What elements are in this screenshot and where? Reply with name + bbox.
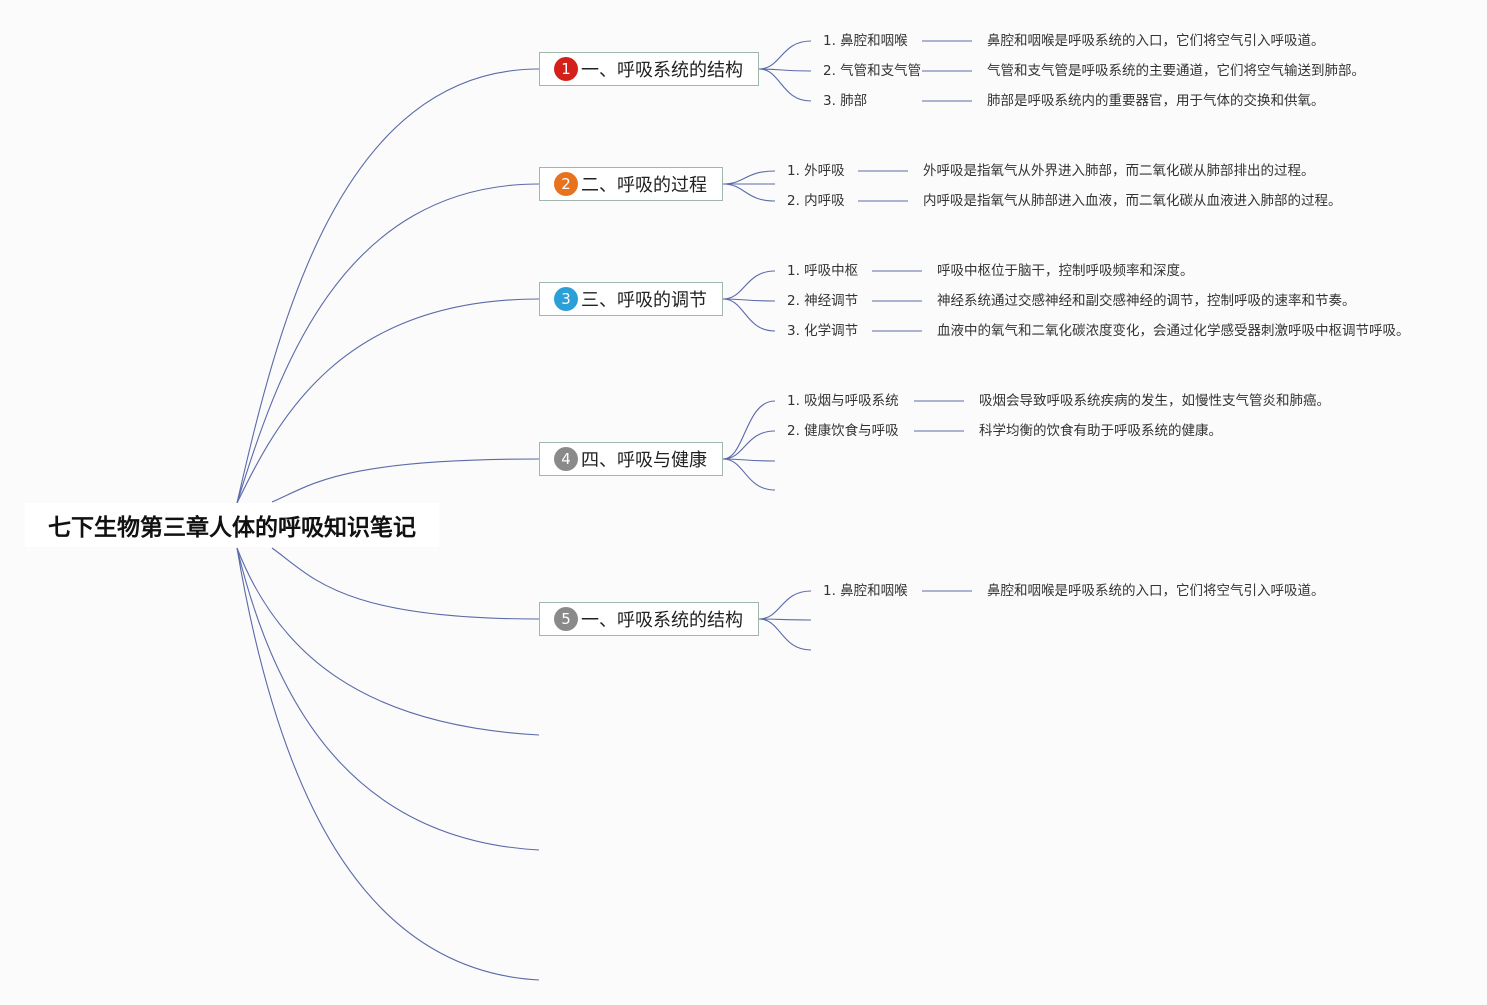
number-badge-icon: 2 (554, 172, 578, 196)
branch-item-link (722, 170, 776, 185)
sub-topic-item[interactable]: 2. 气管和支气管 (823, 63, 922, 79)
root-branch-link (236, 183, 540, 504)
root-empty-link (236, 547, 540, 851)
sub-topic-item[interactable]: 2. 健康饮食与呼吸 (787, 423, 899, 439)
sub-topic-description[interactable]: 神经系统通过交感神经和副交感神经的调节，控制呼吸的速率和节奏。 (937, 293, 1356, 309)
root-title: 七下生物第三章人体的呼吸知识笔记 (48, 515, 416, 541)
branch-item-link (758, 618, 812, 651)
number-badge-icon: 3 (554, 287, 578, 311)
sub-topic-description[interactable]: 气管和支气管是呼吸系统的主要通道，它们将空气输送到肺部。 (987, 63, 1365, 79)
branch-item-link (758, 590, 812, 620)
sub-topic-description[interactable]: 血液中的氧气和二氧化碳浓度变化，会通过化学感受器刺激呼吸中枢调节呼吸。 (937, 323, 1410, 339)
root-branch-link (271, 547, 540, 620)
sub-topic-item[interactable]: 3. 化学调节 (787, 323, 859, 339)
sub-topic-description[interactable]: 肺部是呼吸系统内的重要器官，用于气体的交换和供氧。 (987, 93, 1325, 109)
branch-item-link (722, 458, 776, 491)
number-badge-icon: 5 (554, 607, 578, 631)
root-branch-link (236, 298, 540, 504)
branch-label: 一、呼吸系统的结构 (581, 60, 743, 81)
sub-topic-description[interactable]: 鼻腔和咽喉是呼吸系统的入口，它们将空气引入呼吸道。 (987, 583, 1325, 599)
sub-topic-item[interactable]: 1. 吸烟与呼吸系统 (787, 393, 899, 409)
root-branch-link (271, 458, 540, 503)
branch-item-link (758, 40, 812, 70)
branch-item-link (758, 68, 812, 102)
sub-topic-item[interactable]: 2. 神经调节 (787, 293, 859, 309)
sub-topic-description[interactable]: 内呼吸是指氧气从肺部进入血液，而二氧化碳从血液进入肺部的过程。 (923, 193, 1342, 209)
sub-topic-item[interactable]: 3. 肺部 (823, 93, 868, 109)
sub-topic-description[interactable]: 外呼吸是指氧气从外界进入肺部，而二氧化碳从肺部排出的过程。 (923, 163, 1315, 179)
number-badge-icon: 1 (554, 57, 578, 81)
branch-label: 二、呼吸的过程 (581, 175, 707, 196)
branch-item-link (722, 430, 776, 460)
root-topic[interactable]: 七下生物第三章人体的呼吸知识笔记 (25, 503, 439, 547)
sub-topic-description[interactable]: 科学均衡的饮食有助于呼吸系统的健康。 (979, 423, 1222, 439)
root-empty-link (236, 547, 540, 736)
sub-topic-item[interactable]: 2. 内呼吸 (787, 193, 845, 209)
sub-topic-item[interactable]: 1. 鼻腔和咽喉 (823, 33, 908, 49)
sub-topic-item[interactable]: 1. 呼吸中枢 (787, 263, 859, 279)
branch-label: 三、呼吸的调节 (581, 290, 707, 311)
root-empty-link (236, 547, 540, 981)
sub-topic-item[interactable]: 1. 外呼吸 (787, 163, 845, 179)
branch-label: 一、呼吸系统的结构 (581, 610, 743, 631)
sub-topic-description[interactable]: 鼻腔和咽喉是呼吸系统的入口，它们将空气引入呼吸道。 (987, 33, 1325, 49)
branch-item-link (722, 183, 776, 202)
sub-topic-description[interactable]: 吸烟会导致呼吸系统疾病的发生，如慢性支气管炎和肺癌。 (979, 393, 1330, 409)
branch-label: 四、呼吸与健康 (581, 450, 707, 471)
sub-topic-item[interactable]: 1. 鼻腔和咽喉 (823, 583, 908, 599)
branch-item-link (722, 298, 776, 332)
root-branch-link (236, 68, 540, 504)
branch-item-link (722, 270, 776, 300)
branch-item-link (758, 618, 812, 621)
number-badge-icon: 4 (554, 447, 578, 471)
branch-item-link (722, 400, 776, 460)
sub-topic-description[interactable]: 呼吸中枢位于脑干，控制呼吸频率和深度。 (937, 263, 1194, 279)
